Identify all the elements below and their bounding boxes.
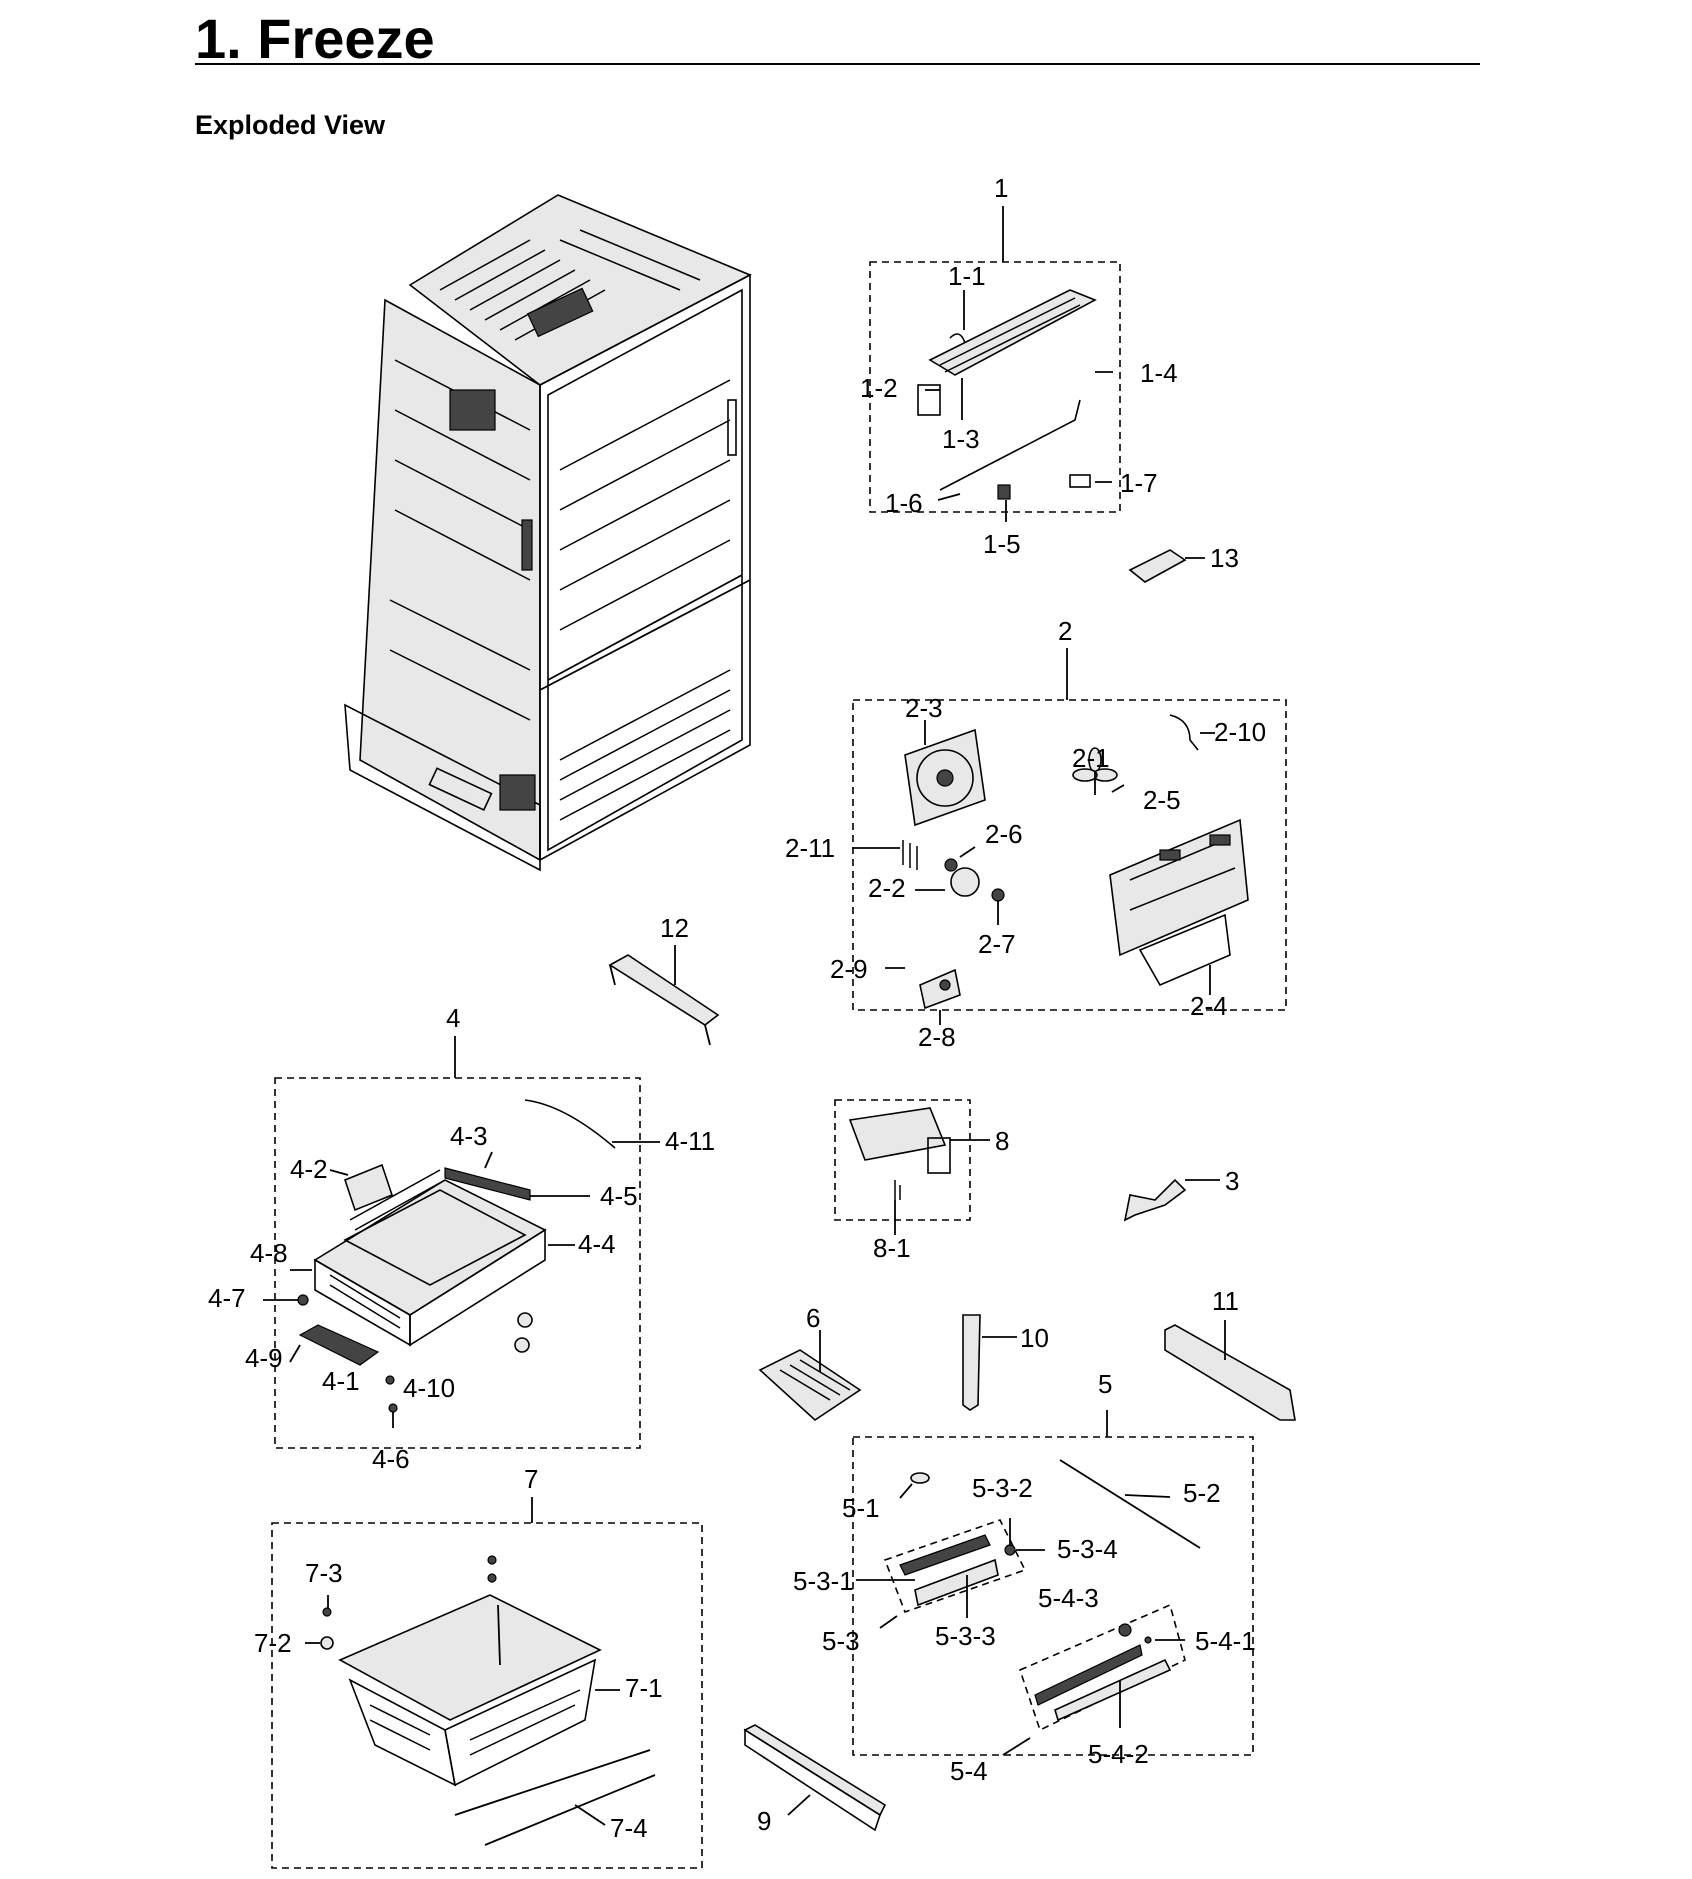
callout-1-2: 1-2 bbox=[860, 373, 898, 403]
callout-11: 11 bbox=[1212, 1286, 1239, 1316]
page-title: 1. Freeze bbox=[195, 7, 435, 70]
callout-5-3: 5-3 bbox=[822, 1626, 860, 1656]
callout-1-7: 1-7 bbox=[1120, 468, 1158, 498]
callout-12: 12 bbox=[660, 913, 689, 943]
part-12-illustration bbox=[608, 945, 720, 1046]
callout-4-5: 4-5 bbox=[600, 1181, 638, 1211]
callout-5-4-1: 5-4-1 bbox=[1195, 1626, 1256, 1656]
callout-8-1: 8-1 bbox=[873, 1233, 911, 1263]
callout-1-5: 1-5 bbox=[983, 529, 1021, 559]
callout-8: 8 bbox=[995, 1126, 1009, 1156]
part-3-illustration bbox=[1123, 1178, 1220, 1222]
callout-4-2: 4-2 bbox=[290, 1154, 328, 1184]
callout-7-1: 7-1 bbox=[625, 1673, 663, 1703]
callout-5-3-1: 5-3-1 bbox=[793, 1566, 854, 1596]
group-4-freezer-drawer-assembly bbox=[263, 1036, 660, 1449]
callout-5-4-2: 5-4-2 bbox=[1088, 1739, 1149, 1769]
callout-5: 5 bbox=[1098, 1369, 1112, 1399]
group-5-rail-assembly bbox=[852, 1410, 1254, 1756]
callout-5-1: 5-1 bbox=[842, 1493, 880, 1523]
part-13-illustration bbox=[1128, 549, 1205, 583]
callout-4-3: 4-3 bbox=[450, 1121, 488, 1151]
callout-2-1: 2-1 bbox=[1072, 743, 1110, 773]
refrigerator-cabinet-illustration bbox=[344, 194, 752, 872]
callout-4-10: 4-10 bbox=[403, 1373, 455, 1403]
callout-13: 13 bbox=[1210, 543, 1239, 573]
callout-2-4: 2-4 bbox=[1190, 991, 1228, 1021]
title-underline bbox=[195, 63, 1480, 65]
part-6-illustration bbox=[758, 1330, 862, 1422]
callout-3: 3 bbox=[1225, 1166, 1239, 1196]
group-2-fan-assembly bbox=[852, 648, 1287, 1025]
callout-5-3-3: 5-3-3 bbox=[935, 1621, 996, 1651]
callout-4-6: 4-6 bbox=[372, 1444, 410, 1474]
callout-2-3: 2-3 bbox=[905, 693, 943, 723]
callout-labels: 1 1-1 1-2 1-3 1-4 1-5 1-6 1-7 13 2 2-1 2… bbox=[208, 173, 1266, 1843]
callout-7-3: 7-3 bbox=[305, 1558, 343, 1588]
callout-5-4: 5-4 bbox=[950, 1756, 988, 1786]
callout-4-7: 4-7 bbox=[208, 1283, 246, 1313]
section-subtitle: Exploded View bbox=[195, 110, 386, 140]
callout-1-4: 1-4 bbox=[1140, 358, 1178, 388]
callout-6: 6 bbox=[806, 1303, 820, 1333]
callout-4-1: 4-1 bbox=[322, 1366, 360, 1396]
callout-2: 2 bbox=[1058, 616, 1072, 646]
callout-7-2: 7-2 bbox=[254, 1628, 292, 1658]
group-1-evaporator-assembly bbox=[869, 206, 1121, 522]
part-8-ice-maker bbox=[834, 1099, 990, 1235]
callout-9: 9 bbox=[757, 1806, 771, 1836]
callout-10: 10 bbox=[1020, 1323, 1049, 1353]
callout-5-3-2: 5-3-2 bbox=[972, 1473, 1033, 1503]
callout-1-1: 1-1 bbox=[948, 261, 986, 291]
callout-1-3: 1-3 bbox=[942, 424, 980, 454]
part-11-illustration bbox=[1164, 1320, 1296, 1421]
callout-4-4: 4-4 bbox=[578, 1229, 616, 1259]
callout-4-11: 4-11 bbox=[665, 1126, 715, 1156]
callout-2-9: 2-9 bbox=[830, 954, 868, 984]
group-7-basket-assembly bbox=[271, 1497, 703, 1869]
callout-7: 7 bbox=[524, 1464, 538, 1494]
callout-1-6: 1-6 bbox=[885, 488, 923, 518]
callout-2-8: 2-8 bbox=[918, 1022, 956, 1052]
part-10-illustration bbox=[962, 1314, 1017, 1411]
callout-1: 1 bbox=[994, 173, 1008, 203]
callout-5-4-3: 5-4-3 bbox=[1038, 1583, 1099, 1613]
callout-4-9: 4-9 bbox=[245, 1343, 283, 1373]
callout-4-8: 4-8 bbox=[250, 1238, 288, 1268]
callout-5-3-4: 5-3-4 bbox=[1057, 1534, 1118, 1564]
part-9-illustration bbox=[743, 1724, 887, 1832]
callout-2-11: 2-11 bbox=[785, 833, 835, 863]
callout-2-10: 2-10 bbox=[1214, 717, 1266, 747]
callout-2-2: 2-2 bbox=[868, 873, 906, 903]
callout-2-7: 2-7 bbox=[978, 929, 1016, 959]
callout-7-4: 7-4 bbox=[610, 1813, 648, 1843]
callout-4: 4 bbox=[446, 1003, 460, 1033]
callout-2-6: 2-6 bbox=[985, 819, 1023, 849]
callout-5-2: 5-2 bbox=[1183, 1478, 1221, 1508]
callout-2-5: 2-5 bbox=[1143, 785, 1181, 815]
